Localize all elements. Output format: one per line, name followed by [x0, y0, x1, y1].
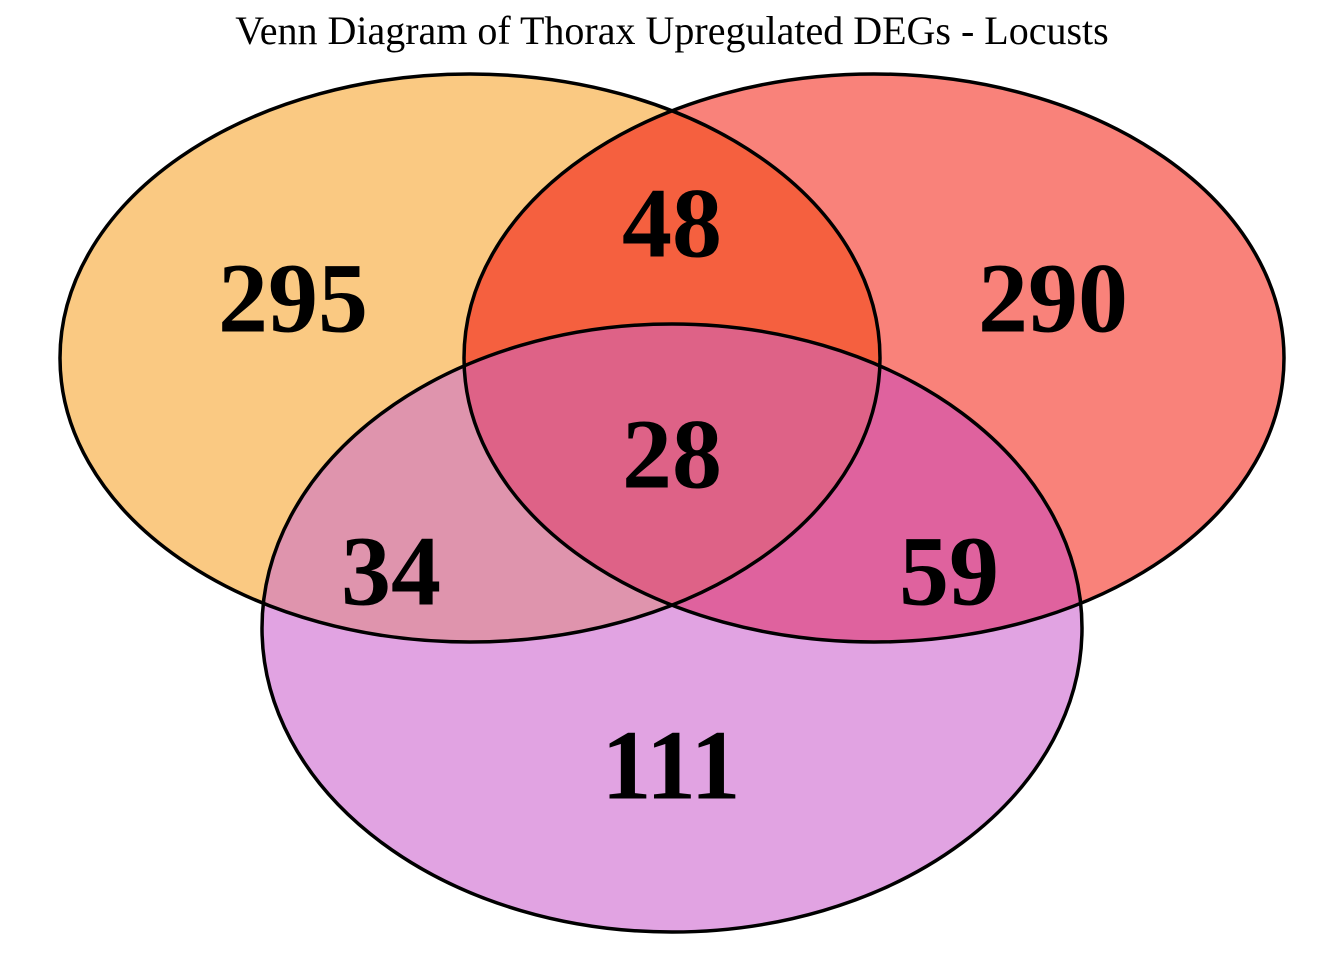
count-label-bc: 59	[899, 516, 999, 627]
count-label-b-only: 290	[978, 243, 1128, 354]
set-b-outline	[462, 72, 1286, 644]
count-label-abc: 28	[622, 399, 722, 510]
count-label-a-only: 295	[218, 243, 368, 354]
count-label-ab: 48	[622, 168, 722, 279]
count-label-ac: 34	[341, 516, 441, 627]
count-label-c-only: 111	[602, 710, 741, 821]
chart-title: Venn Diagram of Thorax Upregulated DEGs …	[235, 8, 1108, 53]
set-c-outline	[260, 322, 1084, 934]
set-a-outline	[58, 72, 882, 644]
